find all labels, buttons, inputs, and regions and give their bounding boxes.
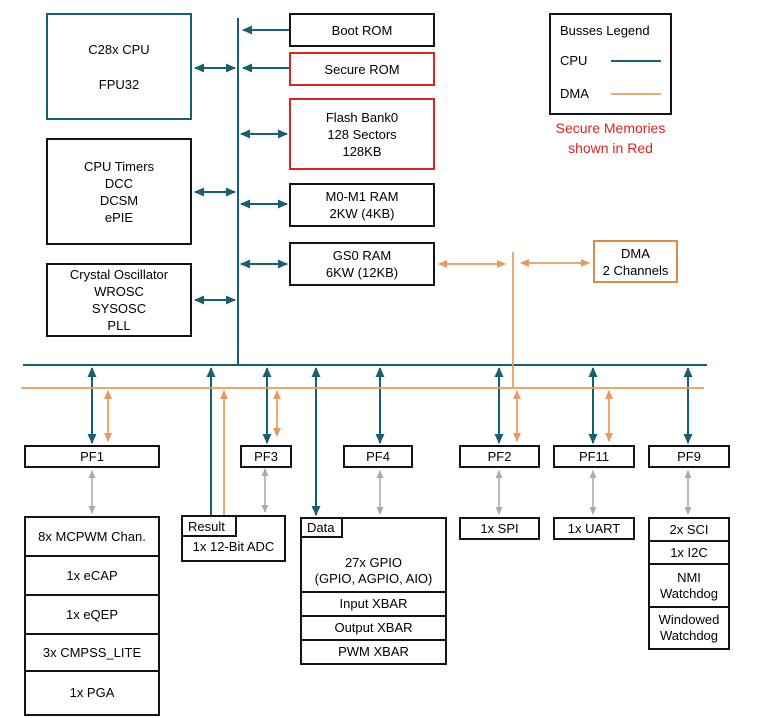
oscillator-block: Crystal Oscillator WROSC SYSOSC PLL bbox=[46, 263, 192, 337]
m0m1-size-label: 2KW (4KB) bbox=[329, 206, 395, 221]
gpio-header: 27x GPIO (GPIO, AGPIO, AIO) bbox=[302, 519, 445, 591]
boot-rom-block: Boot ROM bbox=[289, 13, 435, 47]
cmpss-row: 3x CMPSS_LITE bbox=[26, 633, 158, 670]
dma-bus-swatch bbox=[611, 92, 661, 95]
secure-note-line2: shown in Red bbox=[568, 140, 653, 156]
c28x-cpu-block: C28x CPU FPU32 bbox=[46, 13, 192, 120]
gpio-xbar-block: 27x GPIO (GPIO, AGPIO, AIO) Input XBAR O… bbox=[300, 517, 447, 665]
secure-rom-block: Secure ROM bbox=[289, 52, 435, 86]
pf11-label: PF11 bbox=[578, 449, 610, 464]
i2c-row: 1x I2C bbox=[650, 540, 728, 563]
pf4-label: PF4 bbox=[366, 449, 390, 464]
pf2-box: PF2 bbox=[459, 445, 540, 468]
flash-bank0-block: Flash Bank0 128 Sectors 128KB bbox=[289, 98, 435, 170]
data-tag-label: Data bbox=[307, 520, 335, 535]
busses-legend: Busses Legend CPU DMA bbox=[549, 13, 672, 115]
pf3-box: PF3 bbox=[240, 445, 292, 468]
legend-row-cpu: CPU bbox=[560, 53, 661, 68]
pf9-label: PF9 bbox=[677, 449, 701, 464]
ecap-row: 1x eCAP bbox=[26, 555, 158, 594]
result-tag: Result bbox=[181, 515, 237, 537]
sysosc-label: SYSOSC bbox=[91, 301, 147, 316]
dma-channels-label: 2 Channels bbox=[602, 262, 669, 278]
analog-pwm-stack: 8x MCPWM Chan. 1x eCAP 1x eQEP 3x CMPSS_… bbox=[24, 516, 160, 716]
input-xbar-row: Input XBAR bbox=[302, 591, 445, 615]
cpu-bus-swatch bbox=[611, 59, 661, 62]
wrosc-label: WROSC bbox=[94, 284, 144, 299]
epie-label: ePIE bbox=[104, 209, 134, 225]
dma-channels-block: DMA 2 Channels bbox=[593, 240, 678, 283]
uart-label: 1x UART bbox=[567, 521, 621, 536]
pf4-box: PF4 bbox=[343, 445, 413, 468]
pf1-label: PF1 bbox=[80, 449, 104, 464]
secure-rom-label: Secure ROM bbox=[324, 61, 400, 77]
pll-label: PLL bbox=[107, 318, 131, 333]
pf3-label: PF3 bbox=[254, 449, 278, 464]
pf1-box: PF1 bbox=[24, 445, 160, 468]
boot-rom-label: Boot ROM bbox=[331, 22, 393, 38]
spi-block: 1x SPI bbox=[459, 517, 540, 540]
gpio-count-label: 27x GPIO bbox=[344, 555, 403, 570]
gs0-size-label: 6KW (12KB) bbox=[325, 265, 399, 280]
pf-peripheral-links bbox=[88, 468, 692, 515]
comm-watchdog-stack: 2x SCI 1x I2C NMI Watchdog Windowed Watc… bbox=[648, 517, 730, 650]
legend-cpu-label: CPU bbox=[560, 53, 588, 68]
m0m1-ram-block: M0-M1 RAM 2KW (4KB) bbox=[289, 183, 435, 227]
nmi-watchdog-row: NMI Watchdog bbox=[650, 563, 728, 606]
pga-row: 1x PGA bbox=[26, 670, 158, 714]
dcc-label: DCC bbox=[104, 175, 134, 191]
output-xbar-row: Output XBAR bbox=[302, 615, 445, 639]
spi-label: 1x SPI bbox=[480, 521, 519, 536]
data-tag: Data bbox=[300, 517, 343, 538]
legend-dma-label: DMA bbox=[560, 86, 589, 101]
dma-label: DMA bbox=[621, 245, 650, 261]
gpio-types-label: (GPIO, AGPIO, AIO) bbox=[314, 571, 433, 586]
eqep-row: 1x eQEP bbox=[26, 594, 158, 633]
flash-size-label: 128KB bbox=[342, 143, 382, 159]
adc-label: 1x 12-Bit ADC bbox=[192, 539, 275, 554]
pf11-box: PF11 bbox=[553, 445, 635, 468]
dcsm-label: DCSM bbox=[99, 192, 139, 208]
crystal-osc-label: Crystal Oscillator bbox=[69, 267, 169, 282]
m0m1-name-label: M0-M1 RAM bbox=[325, 189, 399, 204]
legend-title: Busses Legend bbox=[560, 23, 650, 38]
legend-row-dma: DMA bbox=[560, 86, 661, 101]
sci-row: 2x SCI bbox=[669, 521, 709, 537]
cpu-timers-label: CPU Timers bbox=[83, 158, 155, 174]
gs0-ram-block: GS0 RAM 6KW (12KB) bbox=[289, 242, 435, 286]
uart-block: 1x UART bbox=[553, 517, 635, 540]
pf2-label: PF2 bbox=[487, 449, 512, 464]
secure-memories-note: Secure Memories shown in Red bbox=[533, 118, 688, 158]
gs0-name-label: GS0 RAM bbox=[332, 248, 392, 263]
secure-note-line1: Secure Memories bbox=[555, 120, 666, 136]
pwm-xbar-row: PWM XBAR bbox=[302, 639, 445, 663]
pf9-box: PF9 bbox=[648, 445, 730, 468]
fpu32-label: FPU32 bbox=[98, 76, 140, 92]
cpu-timers-block: CPU Timers DCC DCSM ePIE bbox=[46, 138, 192, 245]
flash-sectors-label: 128 Sectors bbox=[327, 126, 397, 142]
c28x-cpu-label: C28x CPU bbox=[88, 41, 150, 57]
result-tag-label: Result bbox=[188, 518, 225, 534]
windowed-watchdog-row: Windowed Watchdog bbox=[650, 606, 728, 648]
mcpwm-row: 8x MCPWM Chan. bbox=[38, 528, 146, 544]
flash-name-label: Flash Bank0 bbox=[325, 109, 399, 125]
